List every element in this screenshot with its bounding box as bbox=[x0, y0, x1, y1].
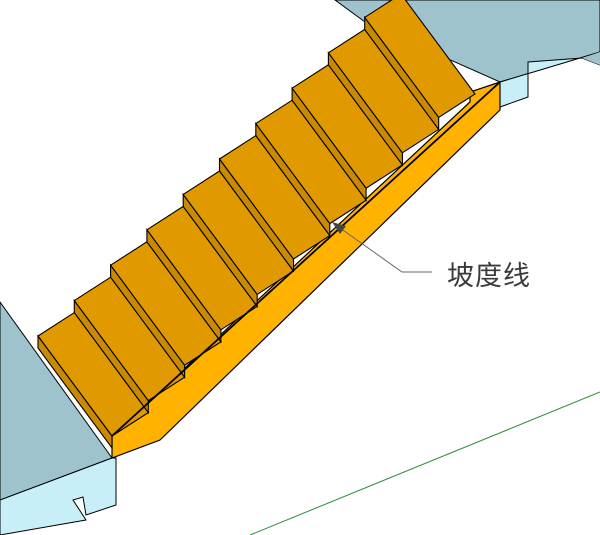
stair-steps bbox=[37, 0, 476, 450]
stair-side-face bbox=[111, 81, 501, 459]
annotation-leader bbox=[332, 222, 432, 273]
slope-line-label: 坡度线 bbox=[447, 261, 531, 292]
arrow-icon bbox=[332, 222, 346, 234]
ground-axis-line bbox=[249, 391, 600, 535]
lower-landing bbox=[0, 301, 117, 535]
slope-line bbox=[111, 81, 501, 437]
